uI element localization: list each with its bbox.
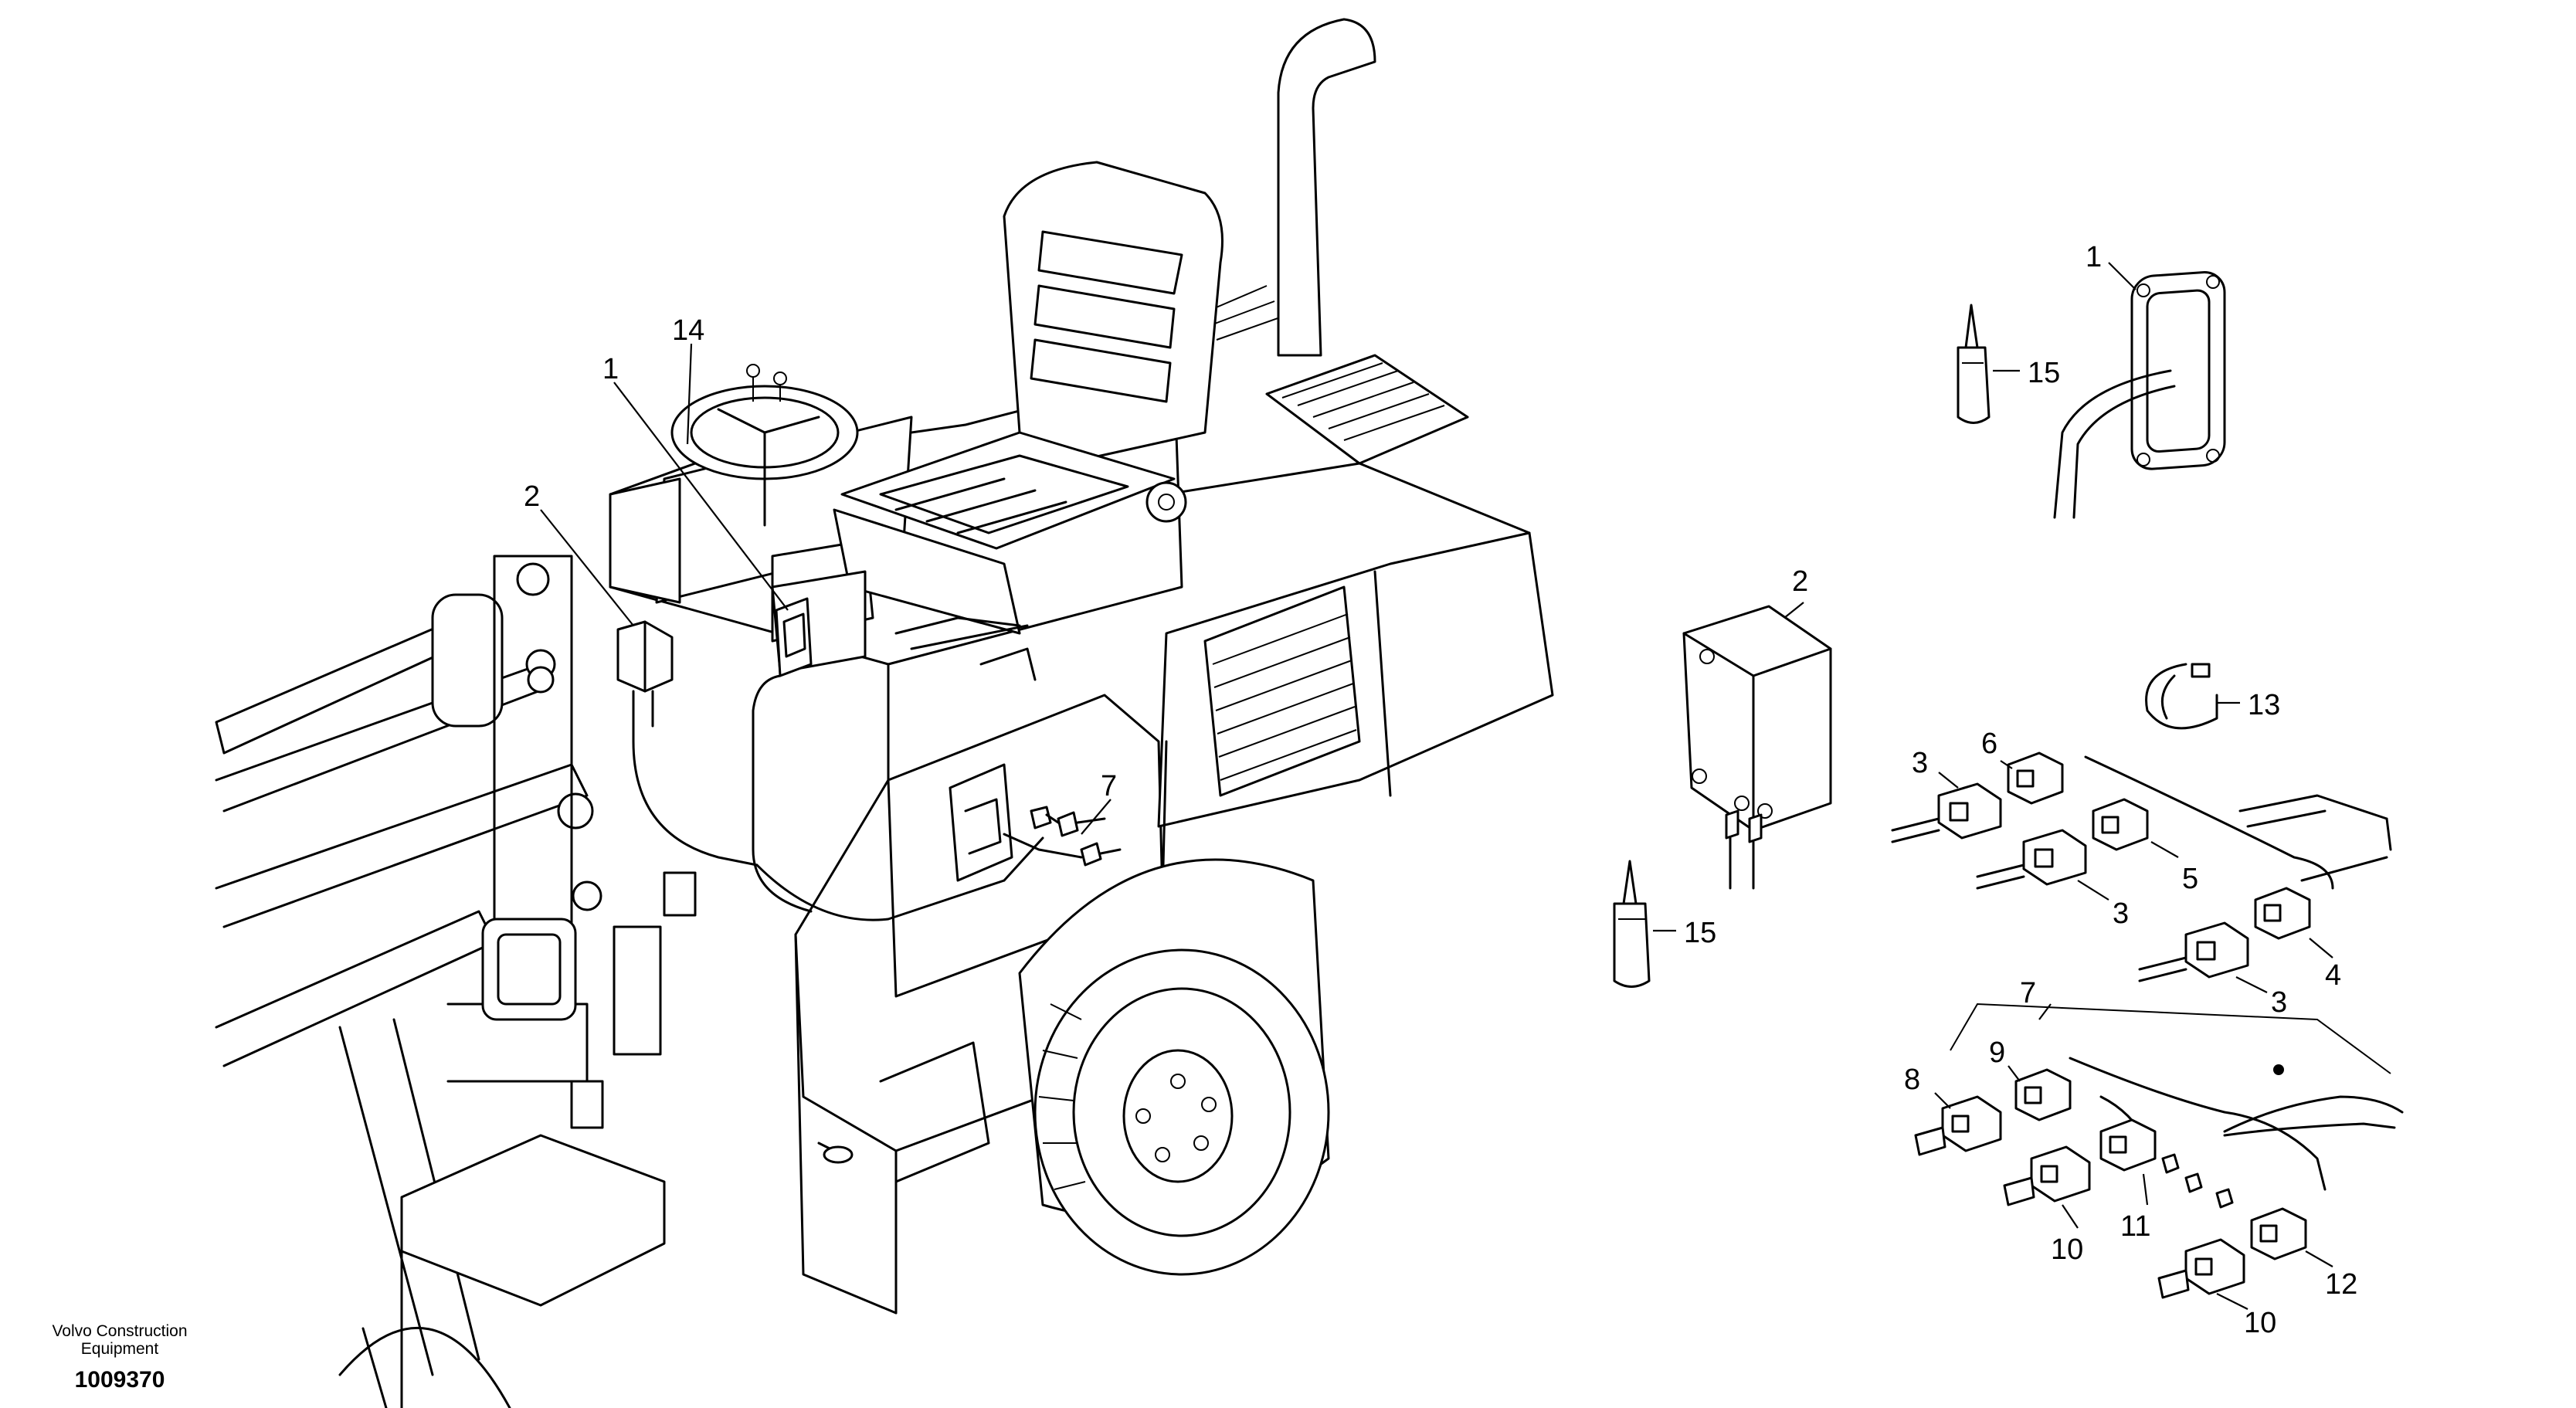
callout-10-a: 10 bbox=[2051, 1233, 2083, 1266]
connector-set-a bbox=[1891, 751, 2392, 982]
callout-13: 13 bbox=[2248, 689, 2280, 721]
drawing-footer: Volvo Construction Equipment 1009370 bbox=[31, 1322, 209, 1393]
front-frame bbox=[338, 1134, 666, 1408]
callout-15-bottom: 15 bbox=[1684, 917, 1716, 949]
callout-2-detail: 2 bbox=[1792, 565, 1808, 598]
callout-1-detail: 1 bbox=[2086, 241, 2102, 273]
callout-7-detail: 7 bbox=[2020, 977, 2036, 1009]
callout-10-b: 10 bbox=[2244, 1307, 2276, 1339]
callout-15-top: 15 bbox=[2028, 357, 2060, 389]
part-15-top-detail bbox=[1957, 304, 1991, 424]
callout-3-a: 3 bbox=[1912, 747, 1928, 779]
callout-3-b: 3 bbox=[2113, 897, 2129, 930]
callout-5: 5 bbox=[2182, 863, 2198, 895]
operator-station bbox=[609, 161, 1224, 681]
callout-4: 4 bbox=[2325, 959, 2341, 992]
callout-labels: 14 1 2 7 1 15 2 13 6 3 5 3 4 3 15 7 8 9 … bbox=[524, 241, 2357, 1339]
leader-lines bbox=[540, 262, 2333, 1310]
callout-9: 9 bbox=[1989, 1036, 2005, 1069]
part-15-bottom-detail bbox=[1613, 860, 1651, 988]
loader-arms bbox=[215, 555, 697, 1376]
part-2-detail bbox=[1682, 605, 1832, 890]
side-louvres bbox=[1203, 585, 1361, 797]
callout-7-machine: 7 bbox=[1101, 770, 1117, 802]
callout-8: 8 bbox=[1904, 1064, 1920, 1096]
installed-harness bbox=[755, 806, 1122, 921]
machine-body bbox=[609, 18, 1554, 1315]
installed-control-unit bbox=[616, 620, 759, 867]
part-13-detail bbox=[2145, 663, 2218, 730]
callout-11: 11 bbox=[2120, 1210, 2150, 1243]
callout-14: 14 bbox=[672, 314, 704, 347]
organization-name: Volvo Construction Equipment bbox=[52, 1322, 188, 1358]
wheel-loader-illustration bbox=[215, 18, 1554, 1408]
callout-3-c: 3 bbox=[2271, 986, 2287, 1019]
callout-2-machine: 2 bbox=[524, 480, 540, 513]
drawing-number: 1009370 bbox=[74, 1367, 165, 1393]
callout-12: 12 bbox=[2325, 1268, 2357, 1301]
installed-switch bbox=[752, 597, 813, 913]
connector-set-b bbox=[1914, 1003, 2404, 1299]
callout-6: 6 bbox=[1981, 728, 1997, 760]
part-1-detail bbox=[2053, 270, 2226, 519]
callout-1-machine: 1 bbox=[602, 353, 619, 385]
